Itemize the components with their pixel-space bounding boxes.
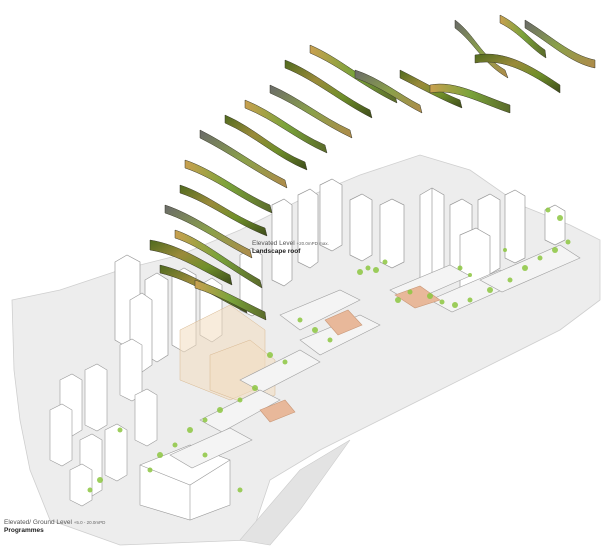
elevated-level-label: Elevated Level +20.0mPD max. Landscape r… (252, 240, 329, 255)
housing-estate (49, 338, 231, 521)
trees (87, 207, 571, 493)
elevated-level-height: +20.0mPD max. (296, 241, 329, 246)
ground-level-height: +5.0 - 20.0mPD (73, 520, 106, 525)
elevated-level-title: Elevated Level (252, 240, 295, 247)
ground-level-name: Programmes (4, 527, 44, 534)
elevated-level-name: Landscape roof (252, 248, 301, 255)
ground-terraces (169, 244, 581, 469)
landscape-roof-ribbons (149, 14, 596, 321)
ground-level-label: Elevated/ Ground Level +5.0 - 20.0mPD Pr… (4, 519, 105, 534)
ground-level-title: Elevated/ Ground Level (4, 519, 72, 526)
